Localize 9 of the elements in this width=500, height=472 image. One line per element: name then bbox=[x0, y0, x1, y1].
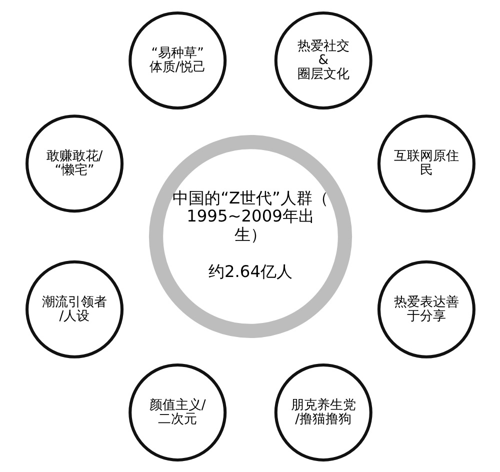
node-circle: 朋克养生党/撸猫撸狗 bbox=[274, 362, 372, 461]
node-circle: 敢赚敢花/“懒宅” bbox=[25, 114, 124, 212]
node-circle: 潮流引领者/人设 bbox=[25, 260, 124, 358]
node-circle: 互联网原住民 bbox=[376, 114, 475, 212]
node-circle: 颜值主义/二次元 bbox=[128, 362, 226, 461]
node-circle: 热爱社交 & 圈层文化 bbox=[274, 11, 372, 110]
node-circle: “易种草”体质/悦己 bbox=[128, 11, 226, 110]
node-circle: 中国的“Z世代”人群（1995~2009年出生） 约2.64亿人 bbox=[148, 134, 352, 338]
node-circle: 热爱表达善于分享 bbox=[376, 260, 475, 358]
